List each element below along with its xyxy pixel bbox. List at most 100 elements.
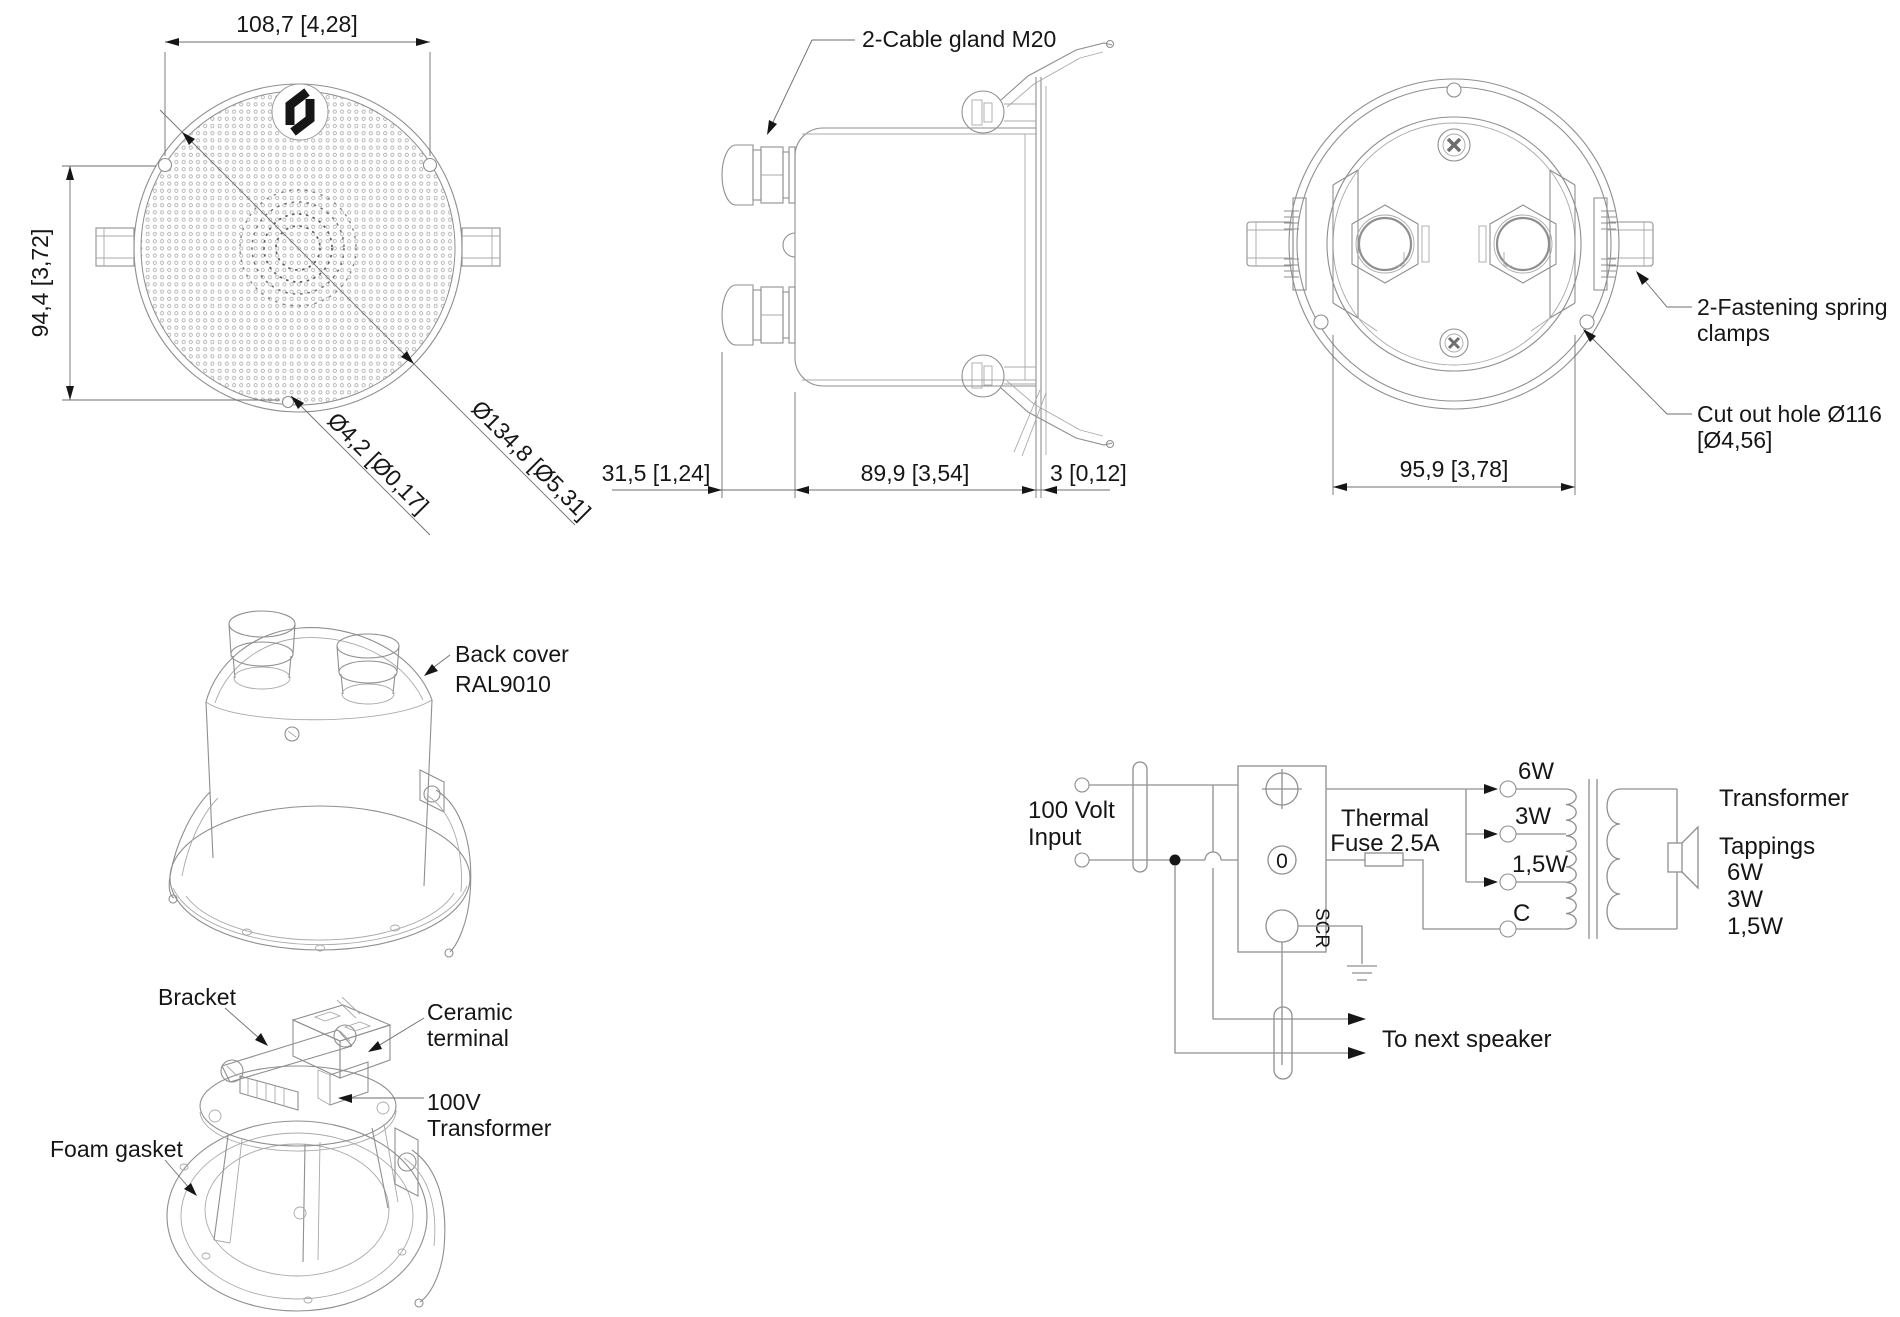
iso-clamp-left bbox=[168, 791, 219, 904]
bracket-rail-left bbox=[1332, 169, 1378, 332]
dim-front-width-text: 108,7 [4,28] bbox=[236, 11, 358, 37]
gland-nut-right bbox=[1489, 204, 1557, 284]
leader-foam-gasket: Foam gasket bbox=[50, 1136, 197, 1196]
mounting-hole-left bbox=[157, 157, 173, 173]
cable-gland-label: 2-Cable gland M20 bbox=[862, 26, 1056, 52]
terminal-scr-symbol: SCR bbox=[1265, 908, 1332, 948]
tap-terminal-6w bbox=[1499, 780, 1517, 798]
clamp-hardware-right bbox=[1593, 197, 1616, 291]
dim-front-height: 94,4 [3,72] bbox=[27, 165, 280, 401]
input-terminal-top bbox=[1074, 777, 1090, 793]
tapping-value-3w: 3W bbox=[1727, 886, 1763, 913]
side-tab-left bbox=[95, 227, 135, 267]
dim-back-span-text: 95,9 [3,78] bbox=[1400, 456, 1509, 482]
leader-spring-clamps: 2-Fastening spring clamps bbox=[1636, 271, 1888, 346]
leader-cutout-hole: Cut out hole Ø116 [Ø4,56] bbox=[1583, 329, 1882, 453]
cable-gland-top bbox=[721, 144, 796, 206]
back-tab-left bbox=[1246, 221, 1294, 267]
back-cover-label-line2: RAL9010 bbox=[455, 671, 551, 697]
ceramic-label-line2: terminal bbox=[427, 1025, 509, 1051]
dim-side-depths: 31,5 [1,24] 89,9 [3,54] 3 [0,12] bbox=[602, 352, 1127, 498]
dim-front-width: 108,7 [4,28] bbox=[164, 11, 431, 156]
rim-hole bbox=[281, 395, 295, 409]
leader-cable-gland: 2-Cable gland M20 bbox=[767, 26, 1056, 135]
speaker-icon bbox=[1667, 825, 1699, 890]
iso-gland-right bbox=[336, 633, 400, 705]
output-cable-sleeve bbox=[1273, 1006, 1293, 1080]
next-speaker-label: To next speaker bbox=[1382, 1026, 1551, 1053]
leader-100v-transformer: 100V Transformer bbox=[338, 1089, 552, 1141]
wiring-diagram: 100 Volt Input To next speaker 0 SCR bbox=[1028, 758, 1849, 1080]
side-view: 2-Cable gland M20 31,5 [1,24] 89,9 [3,54… bbox=[602, 26, 1127, 498]
back-cover-label-line1: Back cover bbox=[455, 641, 569, 667]
front-flange bbox=[1035, 77, 1047, 498]
dim-body-depth-text: 89,9 [3,54] bbox=[861, 460, 970, 486]
back-view: 95,9 [3,78] 2-Fastening spring clamps Cu… bbox=[1246, 78, 1888, 495]
tap-terminal-3w bbox=[1499, 825, 1517, 843]
flange-hole-right bbox=[1579, 314, 1595, 330]
spring-clamp-top bbox=[961, 39, 1115, 134]
mounting-hole-right bbox=[422, 157, 438, 173]
bracket-bar bbox=[220, 1024, 357, 1083]
dim-gland-depth-text: 31,5 [1,24] bbox=[602, 460, 711, 486]
brand-logo-icon bbox=[271, 83, 329, 141]
terminal-plus-symbol bbox=[1262, 769, 1302, 809]
terminal-comb bbox=[239, 1075, 299, 1111]
ceramic-label-line1: Ceramic bbox=[427, 999, 513, 1025]
terminal-zero-symbol: 0 bbox=[1267, 845, 1297, 875]
ceramic-terminal bbox=[291, 996, 392, 1079]
flange-hole-top bbox=[1446, 82, 1462, 98]
iso-back-cover-view: Back cover RAL9010 bbox=[168, 610, 569, 958]
dim-flange-thickness-text: 3 [0,12] bbox=[1050, 460, 1127, 486]
cable-gland-bottom bbox=[721, 284, 796, 346]
front-view: 108,7 [4,28] 94,4 [3,72] Ø134,8 [Ø5,31] … bbox=[27, 11, 596, 536]
clamp-hardware-left bbox=[1284, 197, 1307, 291]
cone-dotted-rings bbox=[239, 189, 357, 307]
bracket-rail-right bbox=[1530, 169, 1576, 332]
cutout-label-line1: Cut out hole Ø116 bbox=[1697, 401, 1882, 427]
clamps-label-line1: 2-Fastening spring bbox=[1697, 294, 1888, 320]
leader-back-cover: Back cover RAL9010 bbox=[424, 641, 569, 697]
tap-common-label: C bbox=[1513, 900, 1530, 927]
back-tab-right bbox=[1606, 221, 1654, 267]
iso-lid-screw bbox=[284, 726, 300, 742]
transformer-label-line1: 100V bbox=[427, 1089, 481, 1115]
fuse-label-line2: Fuse 2.5A bbox=[1330, 830, 1439, 857]
dim-front-diameter-text: Ø134,8 [Ø5,31] bbox=[466, 395, 596, 525]
flange-hole-left bbox=[1313, 314, 1329, 330]
gasket-label: Foam gasket bbox=[50, 1136, 184, 1162]
side-tab-right bbox=[461, 227, 501, 267]
transformer-label-line2: Transformer bbox=[427, 1115, 552, 1141]
input-terminal-bottom bbox=[1074, 852, 1090, 868]
tap-3w-label: 3W bbox=[1515, 803, 1551, 830]
bracket-label: Bracket bbox=[158, 984, 237, 1010]
screw-top bbox=[1437, 128, 1471, 162]
support-posts bbox=[213, 1123, 399, 1263]
transformer-label: Transformer bbox=[1719, 785, 1849, 812]
dim-front-height-text: 94,4 [3,72] bbox=[27, 229, 53, 338]
terminal-zero-text: 0 bbox=[1276, 850, 1288, 873]
spring-clamp-bottom bbox=[961, 354, 1115, 457]
junction-dot bbox=[1169, 854, 1181, 866]
fuse-label-line1: Thermal bbox=[1341, 805, 1429, 832]
ground-symbol bbox=[1347, 965, 1377, 981]
iso-internal-view: Bracket Ceramic terminal 100V Transforme… bbox=[50, 984, 552, 1312]
iso2-clamp-right bbox=[394, 1127, 446, 1308]
leader-bracket: Bracket bbox=[158, 984, 268, 1046]
iso-clamp-right bbox=[419, 769, 472, 958]
iso-gland-left bbox=[228, 610, 296, 690]
screw-bottom bbox=[1439, 328, 1469, 358]
dim-front-hole: Ø4,2 [Ø0,17] bbox=[290, 395, 434, 536]
leader-ceramic: Ceramic terminal bbox=[368, 999, 513, 1052]
dim-back-span: 95,9 [3,78] bbox=[1332, 335, 1576, 495]
input-cable-sleeve bbox=[1132, 761, 1148, 873]
input-label-line2: Input bbox=[1028, 824, 1082, 851]
input-label-line1: 100 Volt bbox=[1028, 797, 1115, 824]
gland-nut-left bbox=[1351, 204, 1419, 284]
dim-front-hole-text: Ø4,2 [Ø0,17] bbox=[322, 407, 434, 519]
tappings-label: Tappings bbox=[1719, 833, 1815, 860]
clamps-label-line2: clamps bbox=[1697, 320, 1770, 346]
transformer-block bbox=[317, 1061, 369, 1106]
